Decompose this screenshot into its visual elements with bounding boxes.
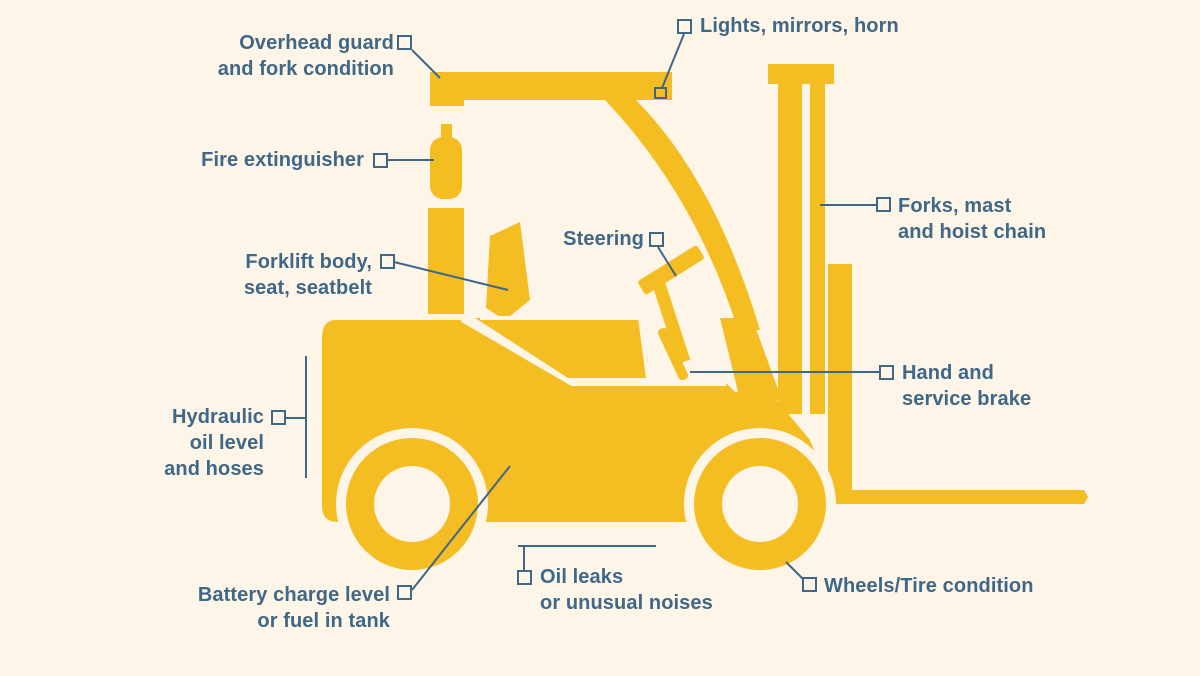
cab-outline	[480, 316, 650, 379]
guard-post-front	[430, 72, 464, 106]
rear-upright	[428, 208, 464, 314]
leader-overhead	[411, 49, 441, 79]
callout-brake: Hand and service brake	[902, 362, 1032, 410]
callout-lights: Lights, mirrors, horn	[700, 15, 899, 37]
leader-steering	[657, 246, 677, 277]
mast-top	[768, 64, 834, 84]
leader-lights	[661, 33, 685, 89]
callout-wheels: Wheels/Tire condition	[824, 575, 1034, 597]
leader-lines	[284, 33, 880, 591]
front-cowl	[720, 318, 782, 400]
checkbox-overhead-guard	[397, 35, 412, 50]
callout-battery: Battery charge level or fuel in tank	[197, 584, 390, 632]
checkbox-hydraulic	[271, 410, 286, 425]
brake-lever	[657, 327, 689, 381]
cab-floor	[475, 318, 648, 378]
overhead-guard	[430, 72, 672, 100]
callout-fire-extinguisher: Fire extinguisher	[201, 149, 364, 171]
callout-oil-leaks: Oil leaks or unusual noises	[540, 566, 713, 614]
mast-column-right	[810, 84, 825, 414]
fork-upright	[828, 264, 852, 504]
leader-battery	[411, 465, 511, 591]
checkbox-body	[380, 254, 395, 269]
mast-column-left	[778, 84, 802, 414]
rear-wheel-hub	[374, 466, 450, 542]
front-pillar	[605, 100, 760, 330]
checkbox-fire-extinguisher	[373, 153, 388, 168]
extinguisher-body	[430, 137, 462, 199]
checkbox-lights	[677, 19, 692, 34]
fork-blade	[828, 490, 1088, 504]
callout-overhead-guard: Overhead guard and fork condition	[217, 32, 394, 80]
seat-back	[486, 222, 530, 320]
checkbox-steering	[649, 232, 664, 247]
callout-forks-mast: Forks, mast and hoist chain	[898, 195, 1047, 243]
checkbox-light-fixture	[654, 87, 667, 99]
callout-body-seat: Forklift body, seat, seatbelt	[243, 251, 372, 299]
callout-hydraulic: Hydraulic oil level and hoses	[164, 406, 264, 480]
checkbox-battery	[397, 585, 412, 600]
chassis-cut-line	[460, 318, 726, 386]
front-wheel-hub	[722, 466, 798, 542]
extinguisher-valve	[441, 124, 452, 138]
steering-wheel	[638, 245, 704, 295]
steering-column	[650, 274, 691, 364]
checkbox-brake	[879, 365, 894, 380]
leader-body	[393, 261, 509, 291]
checkbox-oil-leaks	[517, 570, 532, 585]
callout-steering: Steering	[563, 228, 644, 250]
checkbox-wheels	[802, 577, 817, 592]
checkbox-forks	[876, 197, 891, 212]
